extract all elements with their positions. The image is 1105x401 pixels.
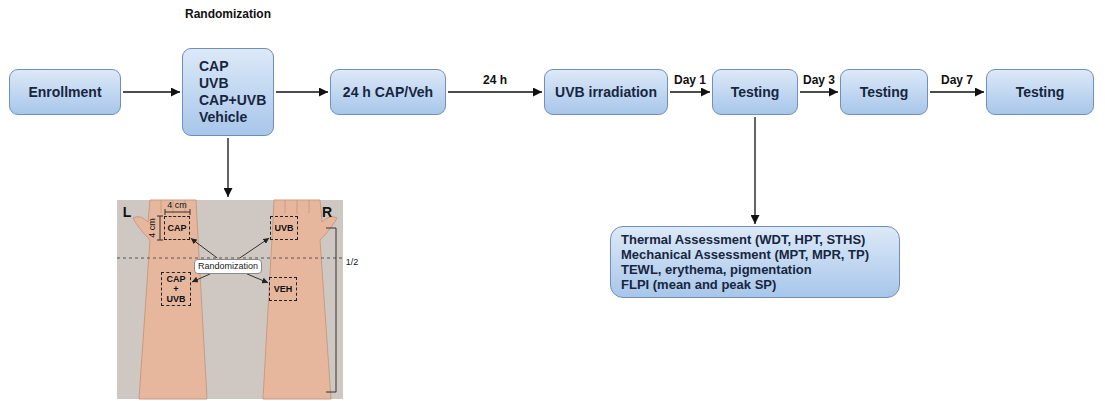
test-site: VEH xyxy=(269,277,297,301)
node-text: Randomization xyxy=(198,261,258,272)
process-box: Enrollment xyxy=(9,69,121,115)
heading-label: Randomization xyxy=(185,7,271,21)
node-text: Testing xyxy=(731,84,780,101)
flow-arrow xyxy=(448,91,542,92)
node-text: Testing xyxy=(860,84,909,101)
node-text: UVB xyxy=(199,75,229,92)
randomization-tag: Randomization xyxy=(194,259,262,274)
test-site: CAP xyxy=(164,216,190,240)
node-text: FLPI (mean and peak SP) xyxy=(621,277,776,292)
flow-arrow xyxy=(930,91,984,92)
process-box: 24 h CAP/Veh xyxy=(330,69,446,115)
photo-background xyxy=(117,200,343,399)
half-bracket xyxy=(326,228,336,392)
edge-label: Day 1 xyxy=(672,73,708,87)
edge-label: Day 7 xyxy=(939,73,975,87)
node-text: Mechanical Assessment (MPT, MPR, TP) xyxy=(621,247,869,262)
fraction-label: 1/2 xyxy=(346,257,359,268)
flow-arrow xyxy=(192,274,210,282)
node-text: UVB irradiation xyxy=(555,84,657,101)
process-box: Testing xyxy=(986,69,1094,115)
flow-arrow xyxy=(670,91,710,92)
flow-arrow xyxy=(247,274,268,283)
group-box: CAPUVBCAP+UVBVehicle xyxy=(182,48,274,136)
node-text: Vehicle xyxy=(199,109,247,126)
dimension-lines xyxy=(157,209,190,240)
node-text: TEWL, erythema, pigmentation xyxy=(621,262,812,277)
flow-arrow xyxy=(754,117,755,224)
edge-label: 24 h xyxy=(481,73,509,87)
test-site: CAP + UVB xyxy=(161,272,191,306)
side-label: L xyxy=(123,204,132,220)
node-text: Enrollment xyxy=(28,84,101,101)
finger-lines xyxy=(161,200,309,214)
node-text: CAP xyxy=(199,58,229,75)
process-box: Testing xyxy=(712,69,798,115)
node-text: UVB xyxy=(274,223,293,233)
dimension-label: 4 cm xyxy=(147,218,158,238)
node-text: CAP + UVB xyxy=(163,274,189,304)
flow-arrow xyxy=(123,91,180,92)
randomization-arrow xyxy=(227,138,228,197)
left-arm xyxy=(133,200,207,399)
side-label: R xyxy=(322,204,332,220)
flow-arrow xyxy=(240,238,269,258)
flow-arrow xyxy=(276,91,328,92)
flow-arrow xyxy=(800,91,838,92)
assessment-box: Thermal Assessment (WDT, HPT, STHS)Mecha… xyxy=(610,226,900,298)
right-arm xyxy=(263,200,337,399)
node-text: 24 h CAP/Veh xyxy=(343,84,433,101)
process-box: UVB irradiation xyxy=(544,69,668,115)
dimension-label: 4 cm xyxy=(167,200,187,211)
node-text: CAP+UVB xyxy=(199,92,266,109)
edge-label: Day 3 xyxy=(801,73,837,87)
node-text: Testing xyxy=(1016,84,1065,101)
node-text: VEH xyxy=(274,284,293,294)
node-text: CAP xyxy=(167,223,186,233)
test-site: UVB xyxy=(270,216,298,240)
node-text: Thermal Assessment (WDT, HPT, STHS) xyxy=(621,232,865,247)
process-box: Testing xyxy=(840,69,928,115)
flow-arrow xyxy=(191,238,217,258)
